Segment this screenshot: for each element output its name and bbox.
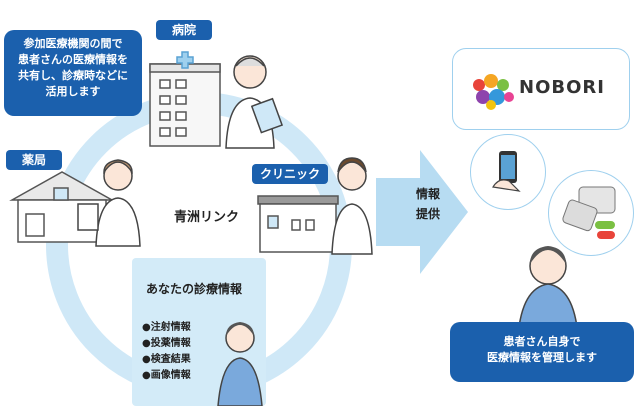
doctor-icon: [225, 55, 284, 149]
info-item: ●注射情報: [142, 322, 191, 333]
pharmacist-icon: [77, 159, 141, 247]
arrow-label-line: 情報: [416, 187, 441, 201]
hospital-note-line: 共有し、診療時などに: [18, 69, 128, 82]
hospital-tag: 病院: [156, 20, 212, 40]
nurse-icon: [331, 157, 373, 255]
hospital-note-line: 参加医療機関の間で: [23, 37, 123, 50]
patient-icon: [517, 246, 579, 336]
clinic-building-icon: [257, 195, 339, 253]
medical-info-box: あなたの診療情報 ●注射情報 ●投薬情報 ●検査結果 ●画像情報: [132, 258, 266, 406]
medicine-bubble: [548, 170, 634, 256]
clinic-tag: クリニック: [252, 164, 328, 184]
pharmacy-tag: 薬局: [6, 150, 62, 170]
pharmacy-illustration: [9, 159, 141, 247]
patient-note-callout: 患者さん自身で 医療情報を管理します: [450, 322, 634, 382]
hospital-note-line: 患者さんの医療情報を: [18, 53, 128, 66]
smartphone-bubble: [470, 134, 546, 210]
arrow-label-line: 提供: [416, 207, 441, 221]
nobori-logo-text: NOBORI: [519, 77, 605, 98]
patient-in-box-icon: [217, 322, 263, 406]
info-title: あなたの診療情報: [146, 282, 243, 296]
data-flow-arrow: [376, 150, 468, 274]
patient-note-line: 患者さん自身で: [503, 335, 581, 348]
info-item: ●画像情報: [142, 370, 191, 381]
medicine-icon: [562, 186, 616, 239]
info-item: ●検査結果: [142, 354, 191, 365]
nobori-app-bubble: NOBORI: [452, 48, 630, 130]
patient-note-line: 医療情報を管理します: [487, 351, 597, 364]
network-name-label: 青洲リンク: [174, 210, 240, 225]
clinic-illustration: [257, 157, 373, 255]
hospital-building-icon: [149, 51, 221, 147]
info-list: ●注射情報 ●投薬情報 ●検査結果 ●画像情報: [142, 320, 191, 384]
hospital-note-callout: 参加医療機関の間で 患者さんの医療情報を 共有し、診療時などに 活用します: [4, 30, 142, 116]
info-item: ●投薬情報: [142, 338, 191, 349]
hospital-note-line: 活用します: [45, 85, 101, 98]
nobori-logo-icon: [473, 74, 514, 110]
hospital-illustration: [149, 51, 284, 149]
smartphone-icon: [492, 151, 521, 192]
arrow-label: 情報 提供: [416, 184, 440, 224]
